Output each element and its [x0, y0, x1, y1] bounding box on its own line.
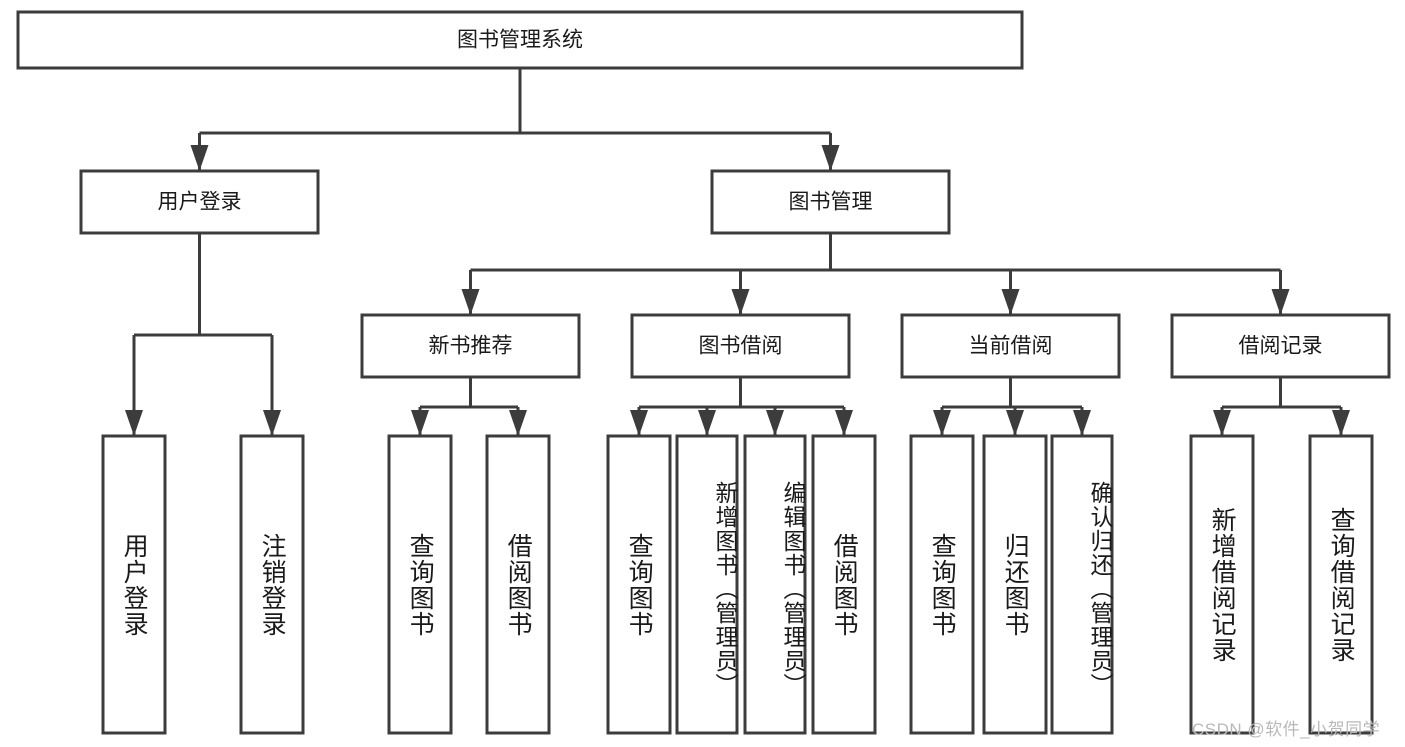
- node-label-l3_3: 借阅记录: [1239, 335, 1323, 358]
- node-box-l2_1[interactable]: [710, 169, 951, 235]
- watermark: CSDN @软件_小贺同学: [1192, 720, 1381, 739]
- node-label-l3_2: 当前借阅: [969, 335, 1053, 358]
- arrow-head-icon: [731, 289, 750, 315]
- node-box-leaf_11[interactable]: [1189, 434, 1255, 735]
- node-label-l2_1: 图书管理: [789, 191, 873, 214]
- arrow-head-icon: [821, 145, 840, 171]
- node-box-leaf_7[interactable]: [811, 434, 877, 735]
- node-box-leaf_8[interactable]: [909, 434, 975, 735]
- arrow-head-icon: [411, 410, 429, 436]
- node-label-l3_0: 新书推荐: [429, 335, 513, 358]
- node-label-l2_0: 用户登录: [158, 191, 242, 214]
- node-box-leaf_6[interactable]: [743, 434, 807, 735]
- node-box-leaf_2[interactable]: [387, 434, 453, 735]
- node-label-root: 图书管理系统: [457, 29, 583, 52]
- node-box-leaf_1[interactable]: [239, 434, 305, 735]
- boxes-layer: [16, 10, 1391, 735]
- arrow-head-icon: [461, 289, 480, 315]
- node-box-l2_0[interactable]: [79, 169, 320, 235]
- arrow-head-icon: [190, 145, 209, 171]
- arrow-head-icon: [1001, 289, 1020, 315]
- node-box-leaf_12[interactable]: [1308, 434, 1374, 735]
- arrow-head-icon: [509, 410, 527, 436]
- node-box-l3_0[interactable]: [360, 313, 581, 379]
- arrow-head-icon: [630, 410, 648, 436]
- arrow-head-icon: [698, 410, 716, 436]
- arrow-head-icon: [1006, 410, 1024, 436]
- node-box-leaf_10[interactable]: [1050, 434, 1114, 735]
- node-box-l3_1[interactable]: [630, 313, 851, 379]
- node-box-l3_2[interactable]: [900, 313, 1121, 379]
- arrow-head-icon: [1073, 410, 1091, 436]
- arrow-head-icon: [1332, 410, 1350, 436]
- arrow-head-icon: [263, 410, 281, 436]
- arrow-head-icon: [125, 410, 143, 436]
- arrow-head-icon: [933, 410, 951, 436]
- node-box-leaf_5[interactable]: [675, 434, 739, 735]
- arrow-head-icon: [1271, 289, 1290, 315]
- edges-layer: [125, 68, 1350, 436]
- node-box-leaf_0[interactable]: [101, 434, 167, 735]
- node-box-leaf_3[interactable]: [485, 434, 551, 735]
- arrow-head-icon: [1213, 410, 1231, 436]
- node-box-root[interactable]: [16, 10, 1024, 70]
- node-label-l3_1: 图书借阅: [699, 335, 783, 358]
- node-box-leaf_4[interactable]: [606, 434, 672, 735]
- node-box-leaf_9[interactable]: [982, 434, 1048, 735]
- node-box-l3_3[interactable]: [1170, 313, 1391, 379]
- arrow-head-icon: [766, 410, 784, 436]
- arrow-head-icon: [835, 410, 853, 436]
